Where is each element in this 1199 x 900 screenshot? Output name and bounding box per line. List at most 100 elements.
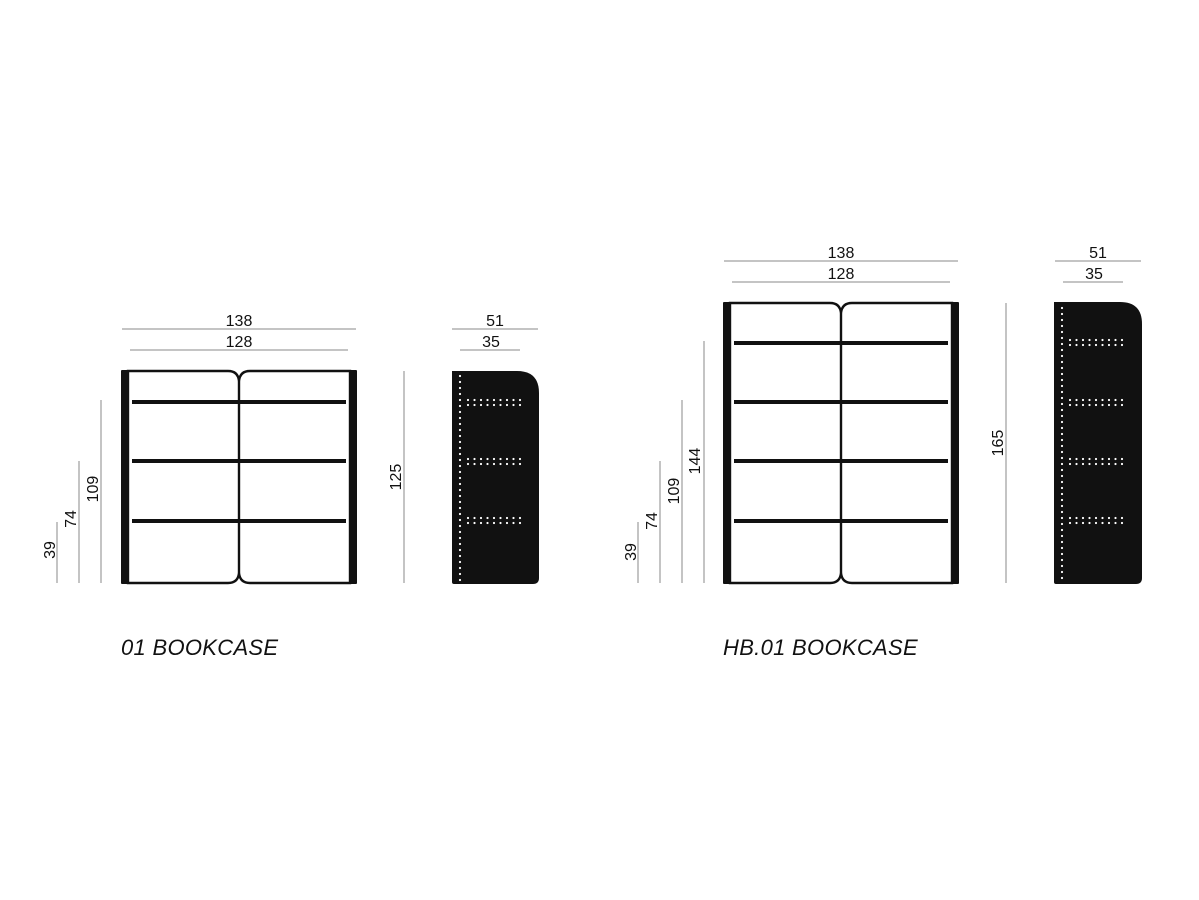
front-width-inner-label: 128: [226, 334, 253, 351]
peg-hole-dot: [1060, 564, 1064, 568]
peg-hole-dot: [458, 434, 462, 438]
side-peg-holes: [458, 374, 522, 582]
peg-hole-dot: [1120, 398, 1124, 402]
side-depth-outer-label: 51: [486, 313, 504, 330]
peg-hole-dot: [499, 516, 502, 520]
peg-hole-dot: [1060, 402, 1064, 406]
peg-hole-dot: [1088, 521, 1091, 525]
peg-hole-dot: [505, 516, 509, 520]
peg-hole-dot: [518, 462, 522, 466]
side-depth-outer-label: 51: [1089, 245, 1107, 262]
peg-hole-dot: [1068, 462, 1072, 466]
peg-hole-dot: [1060, 528, 1064, 532]
peg-hole-dot: [518, 403, 522, 407]
shelf-height-label-4: 144: [687, 448, 704, 475]
peg-hole-dot: [458, 458, 462, 462]
peg-hole-dot: [1060, 426, 1064, 430]
front-width-inner-label: 128: [828, 266, 855, 283]
total-height-dimension: 165: [990, 303, 1007, 583]
peg-hole-dot: [1060, 342, 1064, 346]
peg-hole-dot: [1075, 338, 1078, 342]
peg-hole-dot: [1114, 403, 1117, 407]
peg-hole-dot: [458, 392, 462, 396]
peg-hole-dot: [1101, 521, 1104, 525]
peg-hole-dot: [473, 398, 476, 402]
peg-hole-dot: [458, 464, 462, 468]
front-width-dimensions: 138 128: [724, 245, 958, 283]
front-width-dimensions: 138 128: [122, 313, 356, 351]
peg-hole-dot: [1081, 343, 1085, 347]
peg-hole-dot: [492, 516, 496, 520]
peg-hole-dot: [1088, 462, 1091, 466]
peg-hole-dot: [1060, 516, 1064, 520]
peg-hole-dot: [466, 462, 470, 466]
peg-hole-dot: [458, 416, 462, 420]
peg-hole-dot: [458, 530, 462, 534]
peg-hole-dot: [1081, 462, 1085, 466]
peg-hole-dot: [458, 578, 462, 582]
peg-hole-dot: [492, 398, 496, 402]
peg-hole-dot: [486, 457, 489, 461]
peg-hole-dot: [458, 524, 462, 528]
peg-hole-dot: [512, 462, 515, 466]
peg-hole-dot: [1088, 403, 1091, 407]
peg-hole-dot: [1060, 510, 1064, 514]
left-post: [723, 302, 731, 584]
side-depth-inner-label: 35: [1085, 266, 1103, 283]
peg-hole-dot: [512, 516, 515, 520]
peg-hole-dot: [458, 452, 462, 456]
side-view: 51 35: [1054, 245, 1142, 584]
peg-hole-dot: [1107, 338, 1111, 342]
peg-hole-dot: [1094, 398, 1098, 402]
peg-hole-dot: [1060, 456, 1064, 460]
peg-hole-dot: [486, 403, 489, 407]
peg-hole-dot: [1114, 338, 1117, 342]
peg-hole-dot: [1101, 338, 1104, 342]
peg-hole-dot: [518, 516, 522, 520]
peg-hole-dot: [458, 542, 462, 546]
peg-hole-dot: [1114, 521, 1117, 525]
peg-hole-dot: [479, 462, 483, 466]
peg-hole-dot: [1120, 516, 1124, 520]
peg-hole-dot: [1068, 398, 1072, 402]
left-post: [121, 370, 129, 584]
peg-hole-dot: [512, 398, 515, 402]
peg-hole-dot: [486, 521, 489, 525]
peg-hole-dot: [512, 403, 515, 407]
peg-hole-dot: [1060, 336, 1064, 340]
peg-hole-dot: [458, 440, 462, 444]
peg-hole-dot: [1101, 398, 1104, 402]
total-height-dimension: 125: [388, 371, 405, 583]
peg-hole-dot: [1075, 403, 1078, 407]
peg-hole-dot: [1068, 516, 1072, 520]
shelf-height-dimensions: 39 74 109 144: [623, 341, 705, 583]
peg-hole-dot: [486, 516, 489, 520]
peg-hole-dot: [499, 462, 502, 466]
peg-hole-dot: [458, 506, 462, 510]
peg-hole-dot: [1060, 462, 1064, 466]
peg-hole-dot: [1107, 398, 1111, 402]
peg-hole-dot: [1107, 403, 1111, 407]
drawing-hb01-bookcase: 138 128 39 74 109 144 165: [623, 245, 1142, 660]
peg-hole-dot: [1060, 576, 1064, 580]
peg-hole-dot: [512, 457, 515, 461]
peg-hole-dot: [1060, 390, 1064, 394]
peg-hole-dot: [1060, 372, 1064, 376]
peg-hole-dot: [466, 403, 470, 407]
peg-hole-dot: [1101, 343, 1104, 347]
peg-hole-dot: [1107, 343, 1111, 347]
peg-hole-dot: [1060, 474, 1064, 478]
peg-hole-dot: [458, 428, 462, 432]
side-depth-inner-label: 35: [482, 334, 500, 351]
peg-hole-dot: [492, 403, 496, 407]
peg-hole-dot: [458, 398, 462, 402]
peg-hole-dot: [518, 398, 522, 402]
peg-hole-dot: [1060, 414, 1064, 418]
peg-hole-dot: [492, 462, 496, 466]
peg-hole-dot: [1060, 570, 1064, 574]
peg-hole-dot: [466, 457, 470, 461]
peg-hole-dot: [1060, 522, 1064, 526]
peg-hole-dot: [492, 457, 496, 461]
peg-hole-dot: [499, 521, 502, 525]
peg-hole-dot: [1114, 516, 1117, 520]
